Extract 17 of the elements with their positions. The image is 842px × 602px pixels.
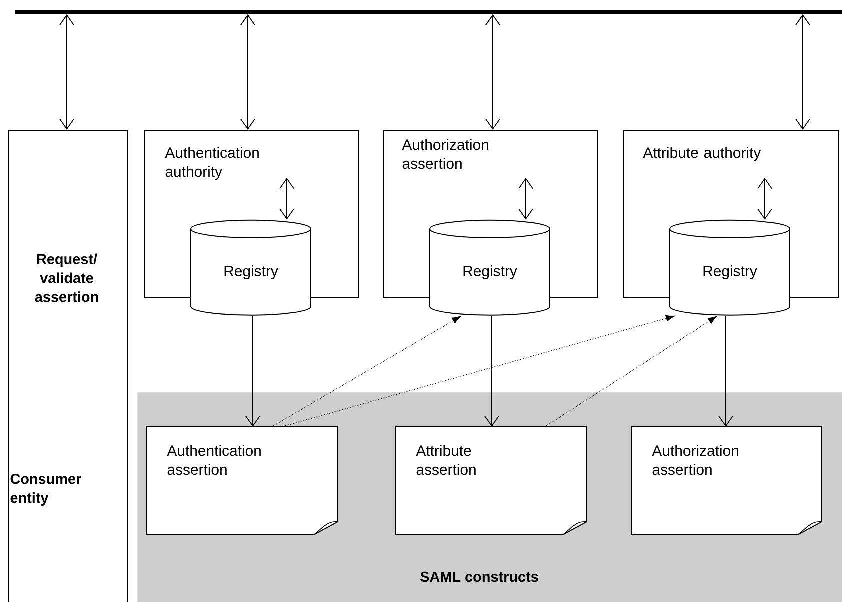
arrow: [758, 178, 772, 220]
registry-cylinder: Registry: [670, 220, 790, 316]
arrow: [60, 14, 74, 130]
arrow: [280, 178, 294, 220]
arrow: [718, 315, 734, 427]
registry-cylinder: Registry: [430, 220, 550, 316]
arrow: [796, 14, 810, 130]
arrow: [484, 315, 500, 427]
registry-cylinder: Registry: [190, 220, 312, 316]
arrow: [272, 316, 462, 428]
column-box: Request/ validate assertion Consumer entity: [8, 130, 128, 602]
arrow: [246, 315, 260, 427]
arrow: [518, 178, 534, 220]
arrow: [282, 315, 675, 428]
arrow: [486, 14, 500, 130]
arrow: [240, 14, 256, 130]
arrow: [544, 316, 718, 428]
